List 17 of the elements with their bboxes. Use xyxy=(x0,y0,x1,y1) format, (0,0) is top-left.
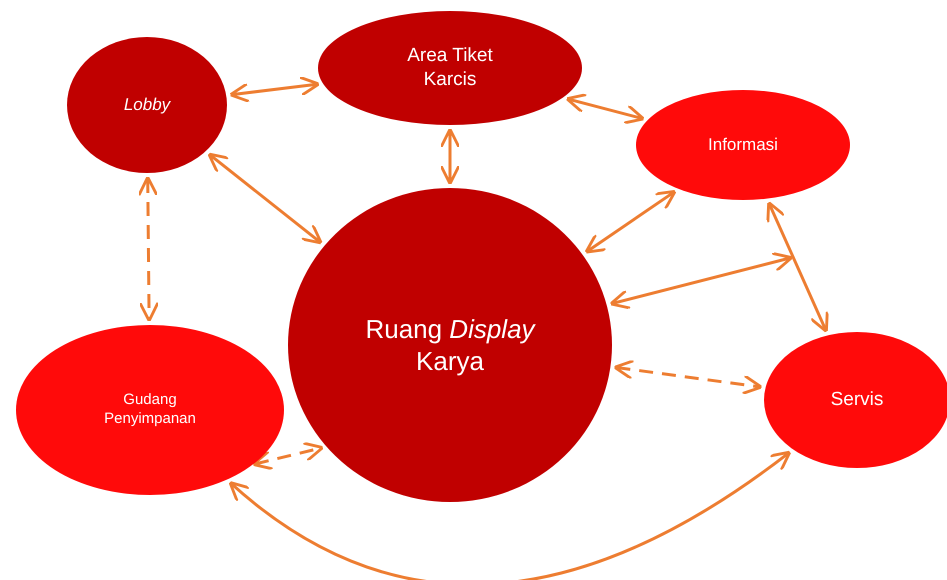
double-arrow xyxy=(207,152,323,244)
node-label: Ruang Display Karya xyxy=(364,312,537,378)
node-label: Gudang Penyimpanan xyxy=(103,391,197,429)
double-arrow xyxy=(565,93,646,124)
double-arrow xyxy=(584,190,677,254)
double-arrow xyxy=(613,359,763,396)
double-arrow xyxy=(440,128,460,186)
node-label: Lobby xyxy=(124,94,170,116)
node-label: Informasi xyxy=(708,134,778,156)
node-label: Area Tiket Karcis xyxy=(406,44,494,92)
double-arrow xyxy=(137,176,160,322)
double-arrow xyxy=(252,442,324,470)
double-arrow xyxy=(609,252,794,310)
double-arrow xyxy=(766,201,829,333)
node-label: Servis xyxy=(830,388,884,412)
double-arrow xyxy=(228,450,792,580)
double-arrow xyxy=(228,76,320,104)
